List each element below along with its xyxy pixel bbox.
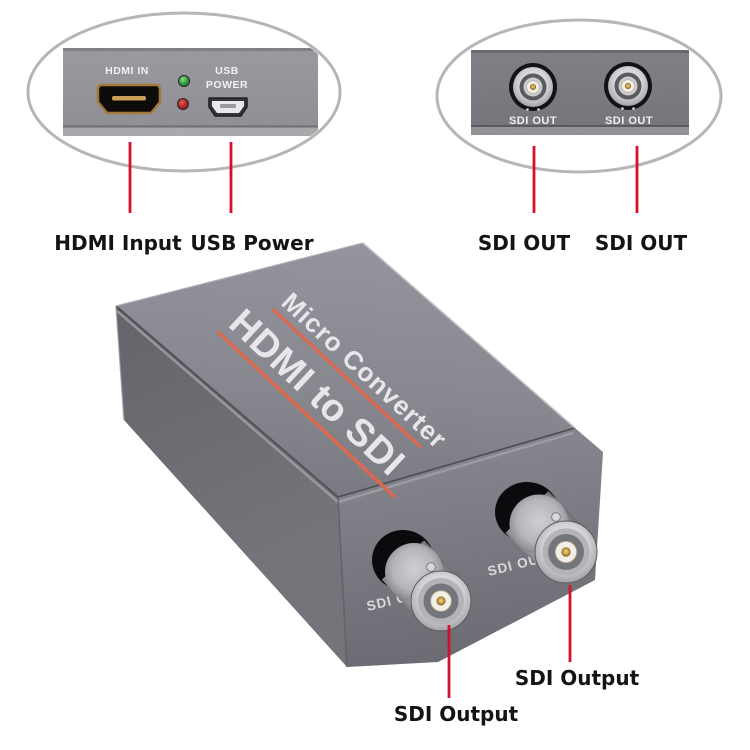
sdi-out-port-label-right: SDI OUT (605, 115, 653, 127)
brand-underline (271, 308, 422, 449)
sdi-out-annotation-label-right: SDI OUT (595, 231, 688, 255)
bayonet-lug-left (426, 562, 436, 572)
hdmi-input-annotation-label: HDMI Input (54, 231, 182, 255)
bnc-port-left-icon (509, 63, 557, 111)
green-led-indicator (178, 75, 190, 87)
micro-usb-port-icon (208, 97, 248, 117)
rear-panel-callout: SDI OUT SDI OUT (435, 18, 723, 174)
usb-power-label-line2: POWER (206, 79, 248, 91)
sdi-out-annotation-label-left: SDI OUT (478, 231, 571, 255)
bnc-port-right-icon (604, 62, 652, 110)
usb-power-annotation-label: USB Power (190, 231, 313, 255)
bnc-connector-left (372, 530, 472, 632)
sdi-out-port-label-left: SDI OUT (509, 115, 557, 127)
usb-power-label-line1: USB (215, 65, 239, 77)
sdi-output-annotation-label-right: SDI Output (515, 666, 640, 690)
bnc-connector-right (495, 482, 598, 584)
converter-device: Micro Converter HDMI to SDI SDI OUT SDI … (115, 242, 603, 668)
hdmi-in-port-label: HDMI IN (105, 65, 149, 77)
bayonet-lug-right (551, 512, 561, 522)
front-panel-callout: HDMI IN USB POWER (26, 11, 342, 173)
red-led-indicator (177, 98, 189, 110)
sdi-output-annotation-label-left: SDI Output (394, 702, 519, 726)
model-underline (216, 330, 396, 499)
hdmi-port-icon (96, 83, 162, 115)
rear-panel-texture (471, 50, 689, 134)
